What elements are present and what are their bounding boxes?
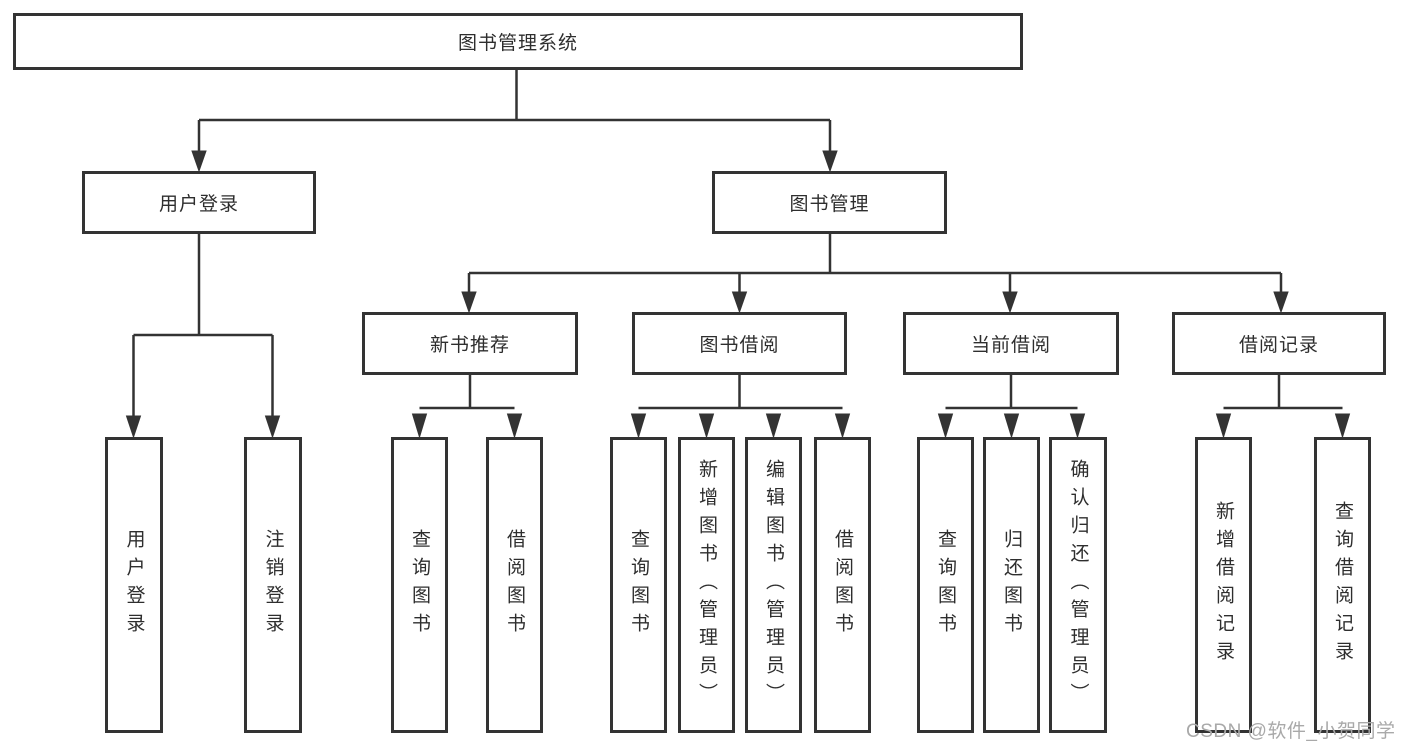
leaf-user-login: 用户登录	[105, 437, 163, 733]
leaf-borrow-book-2: 借阅图书	[814, 437, 871, 733]
leaf-logout: 注销登录	[244, 437, 302, 733]
arrowhead-icon	[834, 413, 851, 439]
arrowhead-icon	[731, 291, 748, 314]
leaf-borrow-book-2-label: 借阅图书	[832, 529, 853, 641]
leaf-add-borrow-record: 新增借阅记录	[1195, 437, 1252, 733]
connector-book-borrow-children	[630, 375, 851, 439]
leaf-confirm-return-admin-label: 确认归还（管理员）	[1067, 459, 1089, 711]
node-user-login-label: 用户登录	[158, 194, 239, 215]
leaf-borrow-book-1-label: 借阅图书	[504, 529, 525, 641]
arrowhead-icon	[937, 413, 954, 439]
leaf-query-borrow-record: 查询借阅记录	[1314, 437, 1371, 733]
connector-user-login-children	[125, 234, 281, 439]
leaf-query-book-3: 查询图书	[917, 437, 974, 733]
arrowhead-icon	[411, 413, 428, 439]
node-current-borrow: 当前借阅	[903, 312, 1119, 375]
connector-root-to-level2	[191, 69, 838, 173]
leaf-add-book-admin-label: 新增图书（管理员）	[696, 459, 717, 711]
leaf-return-book-label: 归还图书	[1001, 529, 1022, 641]
leaf-edit-book-admin-label: 编辑图书（管理员）	[763, 459, 784, 711]
node-root-label: 图书管理系统	[457, 33, 578, 54]
arrowhead-icon	[264, 415, 281, 439]
leaf-borrow-book-1: 借阅图书	[486, 437, 543, 733]
arrowhead-icon	[1215, 413, 1232, 439]
arrowhead-icon	[1069, 413, 1086, 439]
leaf-query-book-3-label: 查询图书	[935, 529, 956, 641]
arrowhead-icon	[461, 291, 477, 314]
arrowhead-icon	[1003, 413, 1020, 439]
node-new-book-recommend: 新书推荐	[362, 312, 578, 375]
node-borrow-record: 借阅记录	[1172, 312, 1386, 375]
connector-borrow-record-children	[1215, 375, 1351, 439]
leaf-logout-label: 注销登录	[262, 529, 284, 641]
node-book-management-label: 图书管理	[789, 194, 870, 215]
arrowhead-icon	[822, 150, 838, 173]
leaf-return-book: 归还图书	[983, 437, 1040, 733]
node-book-borrow-label: 图书借阅	[699, 335, 780, 356]
node-book-management: 图书管理	[712, 171, 947, 234]
leaf-query-book-1: 查询图书	[391, 437, 448, 733]
connector-new-book-children	[411, 375, 523, 439]
node-book-borrow: 图书借阅	[632, 312, 847, 375]
connector-current-borrow-children	[937, 375, 1086, 439]
leaf-query-book-1-label: 查询图书	[409, 529, 430, 641]
arrowhead-icon	[1334, 413, 1351, 439]
leaf-user-login-label: 用户登录	[123, 529, 145, 641]
arrowhead-icon	[765, 413, 782, 439]
arrowhead-icon	[125, 415, 142, 439]
leaf-query-book-2-label: 查询图书	[628, 529, 649, 641]
leaf-query-borrow-record-label: 查询借阅记录	[1332, 501, 1353, 669]
arrowhead-icon	[506, 413, 523, 439]
connector-book-mgmt-to-level3	[461, 234, 1289, 314]
leaf-add-borrow-record-label: 新增借阅记录	[1213, 501, 1234, 669]
watermark: CSDN @软件_小贺同学	[1186, 721, 1396, 742]
arrowhead-icon	[191, 150, 207, 173]
arrowhead-icon	[698, 413, 715, 439]
arrowhead-icon	[630, 413, 647, 439]
leaf-add-book-admin: 新增图书（管理员）	[678, 437, 735, 733]
leaf-confirm-return-admin: 确认归还（管理员）	[1049, 437, 1107, 733]
leaf-edit-book-admin: 编辑图书（管理员）	[745, 437, 802, 733]
arrowhead-icon	[1002, 291, 1018, 314]
node-borrow-record-label: 借阅记录	[1238, 335, 1319, 356]
node-user-login: 用户登录	[82, 171, 316, 234]
node-new-book-recommend-label: 新书推荐	[429, 335, 510, 356]
node-root: 图书管理系统	[13, 13, 1023, 70]
node-current-borrow-label: 当前借阅	[970, 335, 1051, 356]
arrowhead-icon	[1273, 291, 1289, 314]
leaf-query-book-2: 查询图书	[610, 437, 667, 733]
